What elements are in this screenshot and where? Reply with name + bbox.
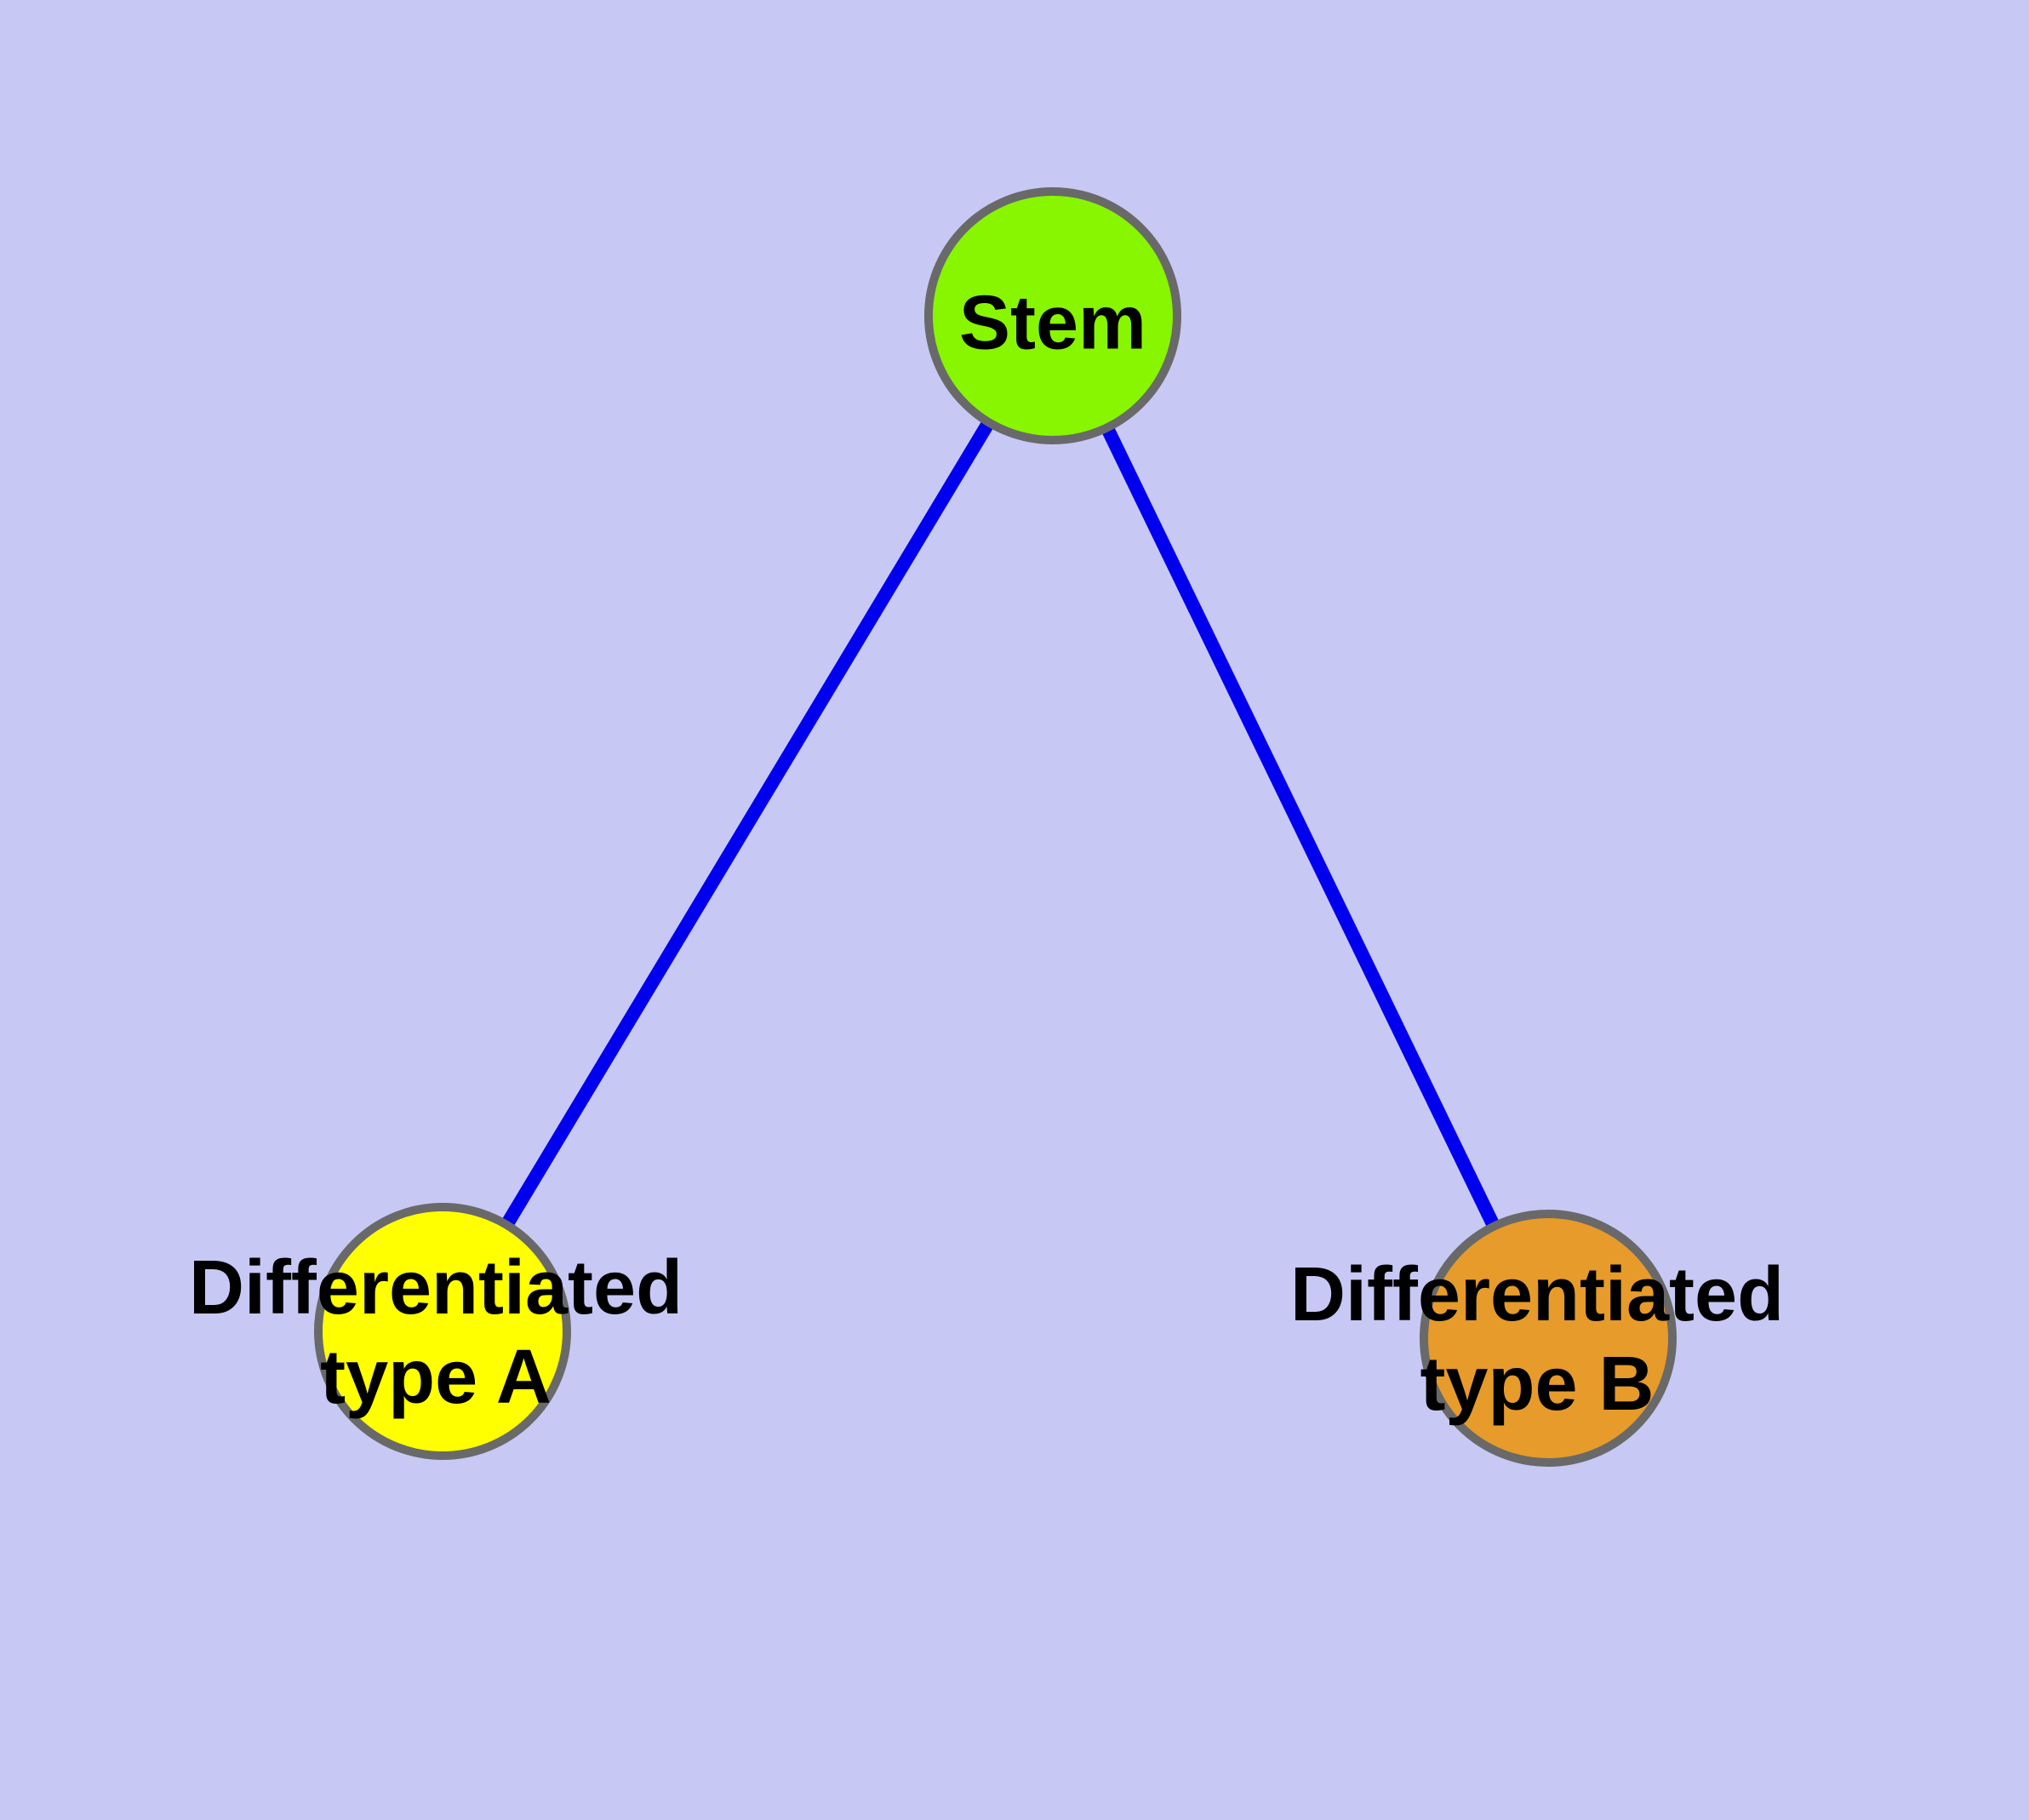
edge-stem-to-type-b (1046, 312, 1555, 1342)
edge-stem-to-type-a (437, 312, 1059, 1336)
node-type-b[interactable] (1420, 1210, 1677, 1467)
node-type-a[interactable] (314, 1203, 571, 1460)
node-stem[interactable] (924, 187, 1181, 444)
